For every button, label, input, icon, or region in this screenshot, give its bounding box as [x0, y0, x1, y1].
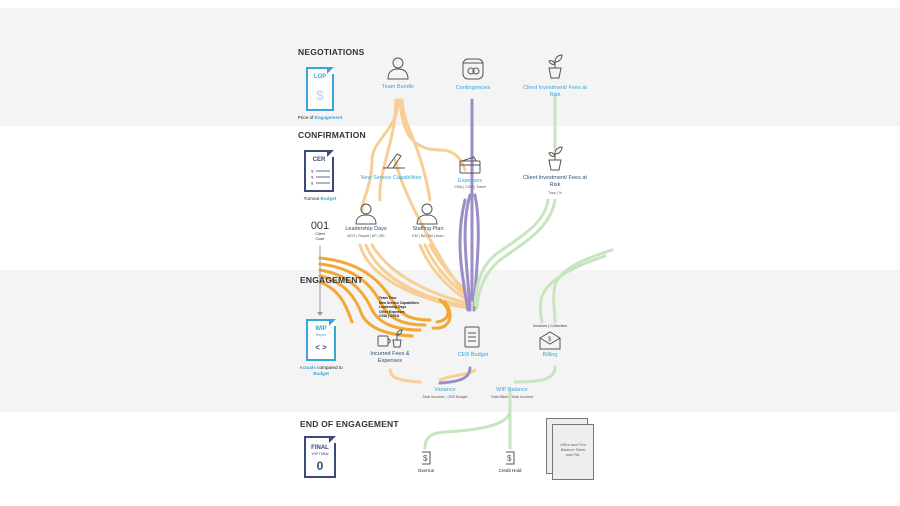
wip-caption-budget: Budget [313, 370, 329, 376]
wip-caption-actuals: Actuals [299, 365, 316, 370]
plant-icon [548, 54, 563, 79]
section-end-of-engagement: END OF ENGAGEMENT [300, 419, 399, 429]
cer-caption-text: Turnout [303, 196, 321, 201]
list-item: CSIA | CSEA [379, 314, 400, 319]
section-confirmation: CONFIRMATION [298, 130, 366, 140]
client-investment-top-label: Client Investment/ Fees at Risk [523, 85, 587, 98]
client-code-label: Client Code [315, 232, 325, 241]
wip-title: WIP [315, 326, 327, 332]
lop-caption-text: Price of [297, 115, 315, 120]
client-investment-flows [423, 93, 614, 450]
svg-text:$: $ [311, 181, 314, 186]
expenses-sub: CSIA | CSIA | Travel [453, 185, 487, 189]
band-negotiations [0, 8, 900, 126]
final-sub: WIP Ttl/Bal [311, 452, 329, 456]
expenses-label: Expenses [457, 178, 483, 184]
dollar-arrow-icon: $ [422, 451, 431, 465]
final-document: FINAL WIP Ttl/Bal 0 [304, 436, 336, 478]
variance-label: Variance [434, 387, 456, 393]
billing-label: Billing [542, 352, 558, 358]
client-code: 001 Client Code [300, 220, 340, 242]
svg-text:$: $ [311, 169, 314, 174]
staffing-plan-sub: EM | BA | BA | Asso [412, 234, 444, 238]
team-bundle-flows [358, 98, 477, 384]
wip-balance-label: WIP Balance [496, 387, 528, 393]
dollar-arrow-icon: $ [506, 451, 515, 465]
band-engagement [0, 270, 900, 412]
lop-title: LOP [313, 74, 327, 80]
cer-caption: Turnout Budget [290, 196, 350, 202]
client-code-number: 001 [310, 220, 330, 232]
balance-sheet-text: Office and Firm Balance Sheet and P&L [560, 443, 586, 458]
wip-caption-text: compared to [315, 365, 343, 370]
envelope-dollar-icon: $ [539, 331, 561, 350]
wip-balance-sub: Total Billed - Total Incurred [490, 395, 534, 399]
list-item: New Service Capabilities [379, 300, 419, 305]
cut-icon [383, 153, 405, 169]
plant-icon [548, 146, 563, 171]
cer-budget-label: CER Budget [457, 352, 489, 358]
cer-lines-icon: $$$ [311, 169, 330, 186]
new-service-label: New Service Capabilities [360, 175, 422, 181]
cer-title: CER [312, 157, 326, 163]
client-investment-mid-sub: Trow | % [548, 191, 562, 195]
svg-text:$: $ [507, 454, 512, 463]
clipboard-icon [464, 326, 480, 348]
final-value: 0 [316, 459, 324, 473]
billing-sub: Invoices | Collection [533, 324, 567, 328]
team-icon [355, 203, 377, 225]
contingencies-label: Contingencies [455, 85, 491, 91]
svg-text:$: $ [311, 175, 314, 180]
credit-hold-label: Credit Hold [498, 468, 522, 473]
lop-document: LOP $ [306, 67, 334, 111]
svg-text:$: $ [548, 337, 552, 343]
list-item: Leadership Days [379, 305, 407, 310]
arrow-head [317, 312, 323, 316]
team-bundle-label: Team Bundle [381, 84, 415, 90]
cer-document: CER $$$ [304, 150, 334, 192]
team-icon [387, 57, 409, 80]
svg-text:$: $ [423, 454, 428, 463]
coins-jar-icon [462, 58, 484, 80]
dollar-icon: $ [316, 87, 324, 103]
staffing-plan-label: Staffing Plan [412, 226, 444, 232]
wip-document: WIP Report < > [306, 319, 336, 361]
team-icon [416, 203, 438, 225]
balance-sheet-doc: Office and Firm Balance Sheet and P&L [552, 424, 594, 480]
engagement-cost-list: Team Time New Service Capabilities Leade… [379, 296, 449, 319]
leadership-days-label: Leadership Days [345, 226, 387, 232]
leadership-days-sub: BCG | Report | AP | BD [347, 234, 385, 238]
section-engagement: ENGAGEMENT [300, 275, 363, 285]
incurred-fees-label: Incurred Fees & Expenses [370, 351, 410, 364]
lop-caption-highlight: Engagement [314, 115, 343, 120]
cer-caption-highlight: Budget [320, 196, 337, 201]
engagement-cost-flows [318, 256, 452, 338]
lop-caption: Price of Engagement [290, 115, 350, 121]
section-negotiations: NEGOTIATIONS [298, 47, 365, 57]
client-investment-mid-label: Client Investment/ Fees at Risk [523, 175, 587, 188]
final-title: FINAL [311, 445, 329, 451]
code-icon: < > [315, 343, 327, 352]
coffee-plant-icon [377, 329, 403, 348]
list-item: Team Time [379, 296, 397, 300]
list-item: Other Expenses [379, 309, 405, 314]
overrun-label: Overrun [417, 468, 435, 473]
wip-sub: Report [315, 333, 327, 337]
wallet-icon [459, 156, 481, 174]
wip-caption: Actuals compared to Budget [293, 365, 349, 376]
variance-sub: Total Incurred - CER Budget [422, 395, 468, 399]
